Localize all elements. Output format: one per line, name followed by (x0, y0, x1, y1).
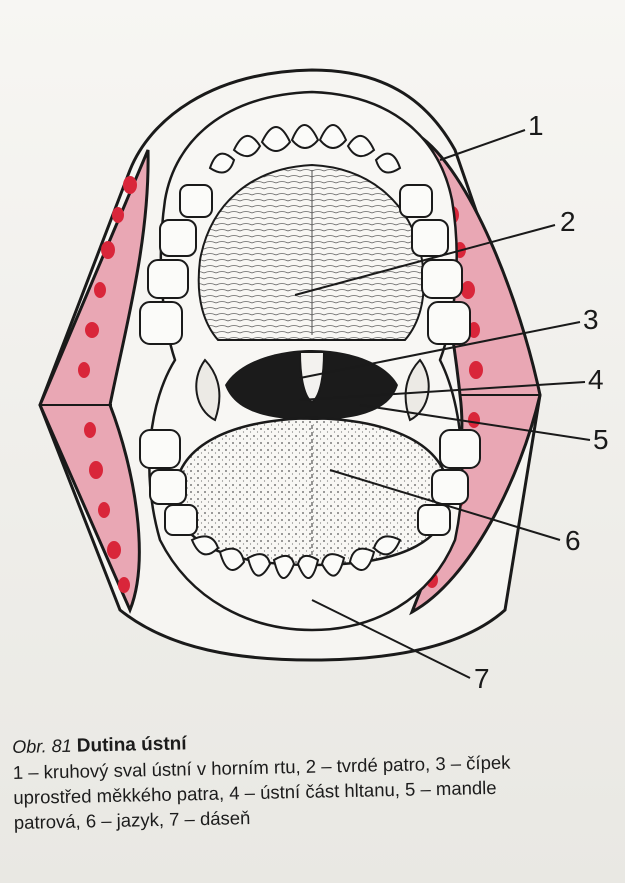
label-7: 7 (474, 665, 490, 693)
figure-number: Obr. 81 (12, 736, 72, 757)
label-1: 1 (528, 112, 544, 140)
label-3: 3 (583, 306, 599, 334)
figure-caption: Obr. 81 Dutina ústní 1 – kruhový sval ús… (12, 721, 620, 835)
figure-title: Dutina ústní (77, 733, 187, 756)
label-2: 2 (560, 208, 576, 236)
label-5: 5 (593, 426, 609, 454)
label-6: 6 (565, 527, 581, 555)
label-4: 4 (588, 366, 604, 394)
